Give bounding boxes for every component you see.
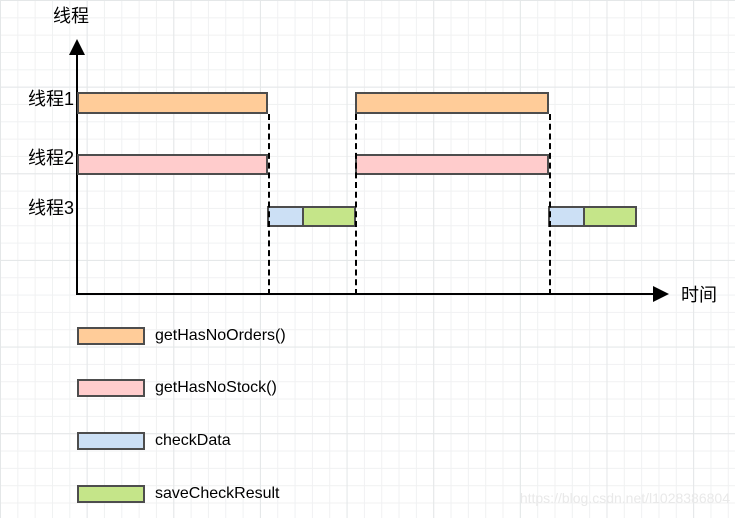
bar-saveCheckResult-1 — [302, 206, 356, 227]
legend-row-blue: checkData — [77, 432, 231, 450]
bar-getHasNoStock-1 — [77, 154, 268, 175]
x-axis-label: 时间 — [681, 285, 717, 305]
bar-checkData-1 — [267, 206, 304, 227]
bar-getHasNoOrders-2 — [355, 92, 549, 114]
x-axis-line — [77, 293, 655, 295]
legend-swatch-blue — [77, 432, 145, 450]
watermark: https://blog.csdn.net/l1028386804 — [519, 490, 730, 506]
legend-label-blue: checkData — [155, 432, 231, 449]
dashed-divider-1 — [268, 114, 270, 295]
bar-saveCheckResult-2 — [583, 206, 637, 227]
legend-row-orange: getHasNoOrders() — [77, 327, 286, 345]
dashed-divider-2 — [355, 114, 357, 295]
thread-label-1: 线程1 — [27, 89, 74, 109]
legend-label-pink: getHasNoStock() — [155, 379, 277, 396]
thread-label-2: 线程2 — [27, 148, 74, 168]
legend-row-pink: getHasNoStock() — [77, 379, 277, 397]
y-axis-arrow-icon — [69, 39, 85, 55]
legend-row-green: saveCheckResult — [77, 485, 280, 503]
legend-swatch-pink — [77, 379, 145, 397]
legend-swatch-orange — [77, 327, 145, 345]
bar-getHasNoOrders-1 — [77, 92, 268, 114]
x-axis-arrow-icon — [653, 286, 669, 302]
y-axis-label: 线程 — [53, 6, 89, 26]
thread-label-3: 线程3 — [27, 198, 74, 218]
legend-label-green: saveCheckResult — [155, 485, 280, 502]
legend-label-orange: getHasNoOrders() — [155, 327, 286, 344]
dashed-divider-3 — [549, 114, 551, 295]
legend-swatch-green — [77, 485, 145, 503]
bar-checkData-2 — [548, 206, 585, 227]
bar-getHasNoStock-2 — [355, 154, 549, 175]
